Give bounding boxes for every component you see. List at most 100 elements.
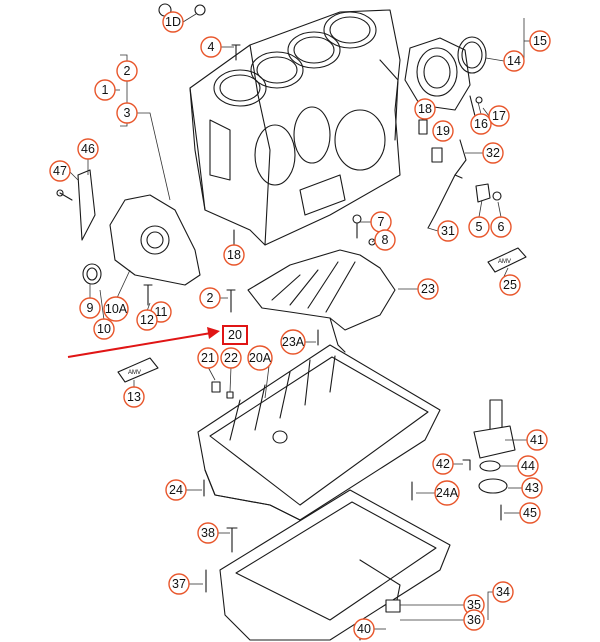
callout-35[interactable]: 35: [463, 594, 485, 616]
callout-22[interactable]: 22: [220, 347, 242, 369]
callout-23[interactable]: 23: [417, 278, 439, 300]
callout-34[interactable]: 34: [492, 581, 514, 603]
callout-24A[interactable]: 24A: [434, 480, 460, 506]
callout-label: 31: [441, 224, 455, 238]
callout-label: 18: [227, 248, 241, 262]
callout-37[interactable]: 37: [168, 573, 190, 595]
callout-31[interactable]: 31: [437, 220, 459, 242]
callout-18b[interactable]: 18: [223, 244, 245, 266]
callout-label: 25: [503, 278, 517, 292]
callout-1[interactable]: 1: [94, 79, 116, 101]
callout-2[interactable]: 2: [116, 60, 138, 82]
callout-14[interactable]: 14: [503, 50, 525, 72]
oil-baffle: [247, 249, 396, 353]
callout-43[interactable]: 43: [521, 477, 543, 499]
callout-label: 19: [436, 124, 450, 138]
sealant-tube-25: AMV: [487, 247, 527, 273]
callout-circle: [432, 453, 454, 475]
callout-47[interactable]: 47: [49, 160, 71, 182]
callout-45[interactable]: 45: [519, 502, 541, 524]
tube-label-25: AMV: [498, 259, 511, 265]
callout-label: 44: [521, 459, 535, 473]
callout-2b[interactable]: 2: [199, 287, 221, 309]
callout-13[interactable]: 13: [123, 386, 145, 408]
callout-circle: [499, 274, 521, 296]
callout-label: 22: [224, 351, 238, 365]
callout-label: 10: [97, 322, 111, 336]
callout-label: 1D: [165, 15, 181, 29]
callout-46[interactable]: 46: [77, 138, 99, 160]
callout-circle: [165, 479, 187, 501]
callout-circle: [470, 113, 492, 135]
callout-circle: [247, 345, 273, 371]
callout-18[interactable]: 18: [414, 98, 436, 120]
callout-label: 34: [496, 585, 510, 599]
callout-circle: [434, 480, 460, 506]
callout-circle: [116, 102, 138, 124]
callout-circle: [123, 386, 145, 408]
callout-label: 20A: [249, 351, 272, 365]
callout-16[interactable]: 16: [470, 113, 492, 135]
callout-4[interactable]: 4: [200, 36, 222, 58]
callout-label: 43: [525, 481, 539, 495]
callout-10A[interactable]: 10A: [103, 296, 129, 322]
callout-label: 23: [421, 282, 435, 296]
callout-label: 32: [486, 146, 500, 160]
callout-circle: [519, 502, 541, 524]
callout-label: 21: [201, 351, 215, 365]
callout-21[interactable]: 21: [197, 347, 219, 369]
callout-5[interactable]: 5: [468, 216, 490, 238]
callout-circle: [374, 229, 396, 251]
callout-23A[interactable]: 23A: [280, 329, 306, 355]
callout-25[interactable]: 25: [499, 274, 521, 296]
callout-44[interactable]: 44: [517, 455, 539, 477]
callout-label: 42: [436, 457, 450, 471]
callout-label: 11: [155, 305, 168, 319]
oil-pump-assembly: [473, 399, 516, 494]
callout-circle: [197, 522, 219, 544]
callout-12[interactable]: 12: [136, 309, 158, 331]
callout-10[interactable]: 10: [93, 318, 115, 340]
callout-41[interactable]: 41: [526, 429, 548, 451]
callout-15[interactable]: 15: [529, 30, 551, 52]
callout-40[interactable]: 40: [353, 618, 375, 640]
callout-circle: [488, 105, 510, 127]
callout-label: 16: [474, 117, 488, 131]
callout-17[interactable]: 17: [488, 105, 510, 127]
oil-pan-lower: [219, 489, 451, 641]
callout-label: 1: [102, 83, 109, 97]
callout-circle: [482, 142, 504, 164]
callout-label: 4: [208, 40, 215, 54]
callout-circle: [414, 98, 436, 120]
callout-circle: [526, 429, 548, 451]
callout-label: 7: [378, 215, 385, 229]
callout-6[interactable]: 6: [490, 216, 512, 238]
callout-20A[interactable]: 20A: [247, 345, 273, 371]
callout-label: 38: [201, 526, 215, 540]
callout-label: 15: [533, 34, 547, 48]
callout-36[interactable]: 36: [463, 609, 485, 631]
sealant-tube-13: AMV: [117, 357, 159, 383]
callout-19[interactable]: 19: [432, 120, 454, 142]
callout-24[interactable]: 24: [165, 479, 187, 501]
tube-label-13: AMV: [128, 370, 141, 376]
callout-9[interactable]: 9: [79, 297, 101, 319]
highlighted-callout-20[interactable]: 20: [222, 325, 248, 345]
callout-label: 8: [382, 233, 389, 247]
callout-3[interactable]: 3: [116, 102, 138, 124]
callout-circle: [220, 347, 242, 369]
rear-seal-flange: [404, 36, 487, 111]
callout-7[interactable]: 7: [370, 211, 392, 233]
callout-label: 24: [169, 483, 183, 497]
callout-circle: [432, 120, 454, 142]
callout-42[interactable]: 42: [432, 453, 454, 475]
callout-circle: [503, 50, 525, 72]
callout-label: 13: [127, 390, 141, 404]
callout-8[interactable]: 8: [374, 229, 396, 251]
callout-38[interactable]: 38: [197, 522, 219, 544]
callout-circle: [223, 244, 245, 266]
callout-1D[interactable]: 1D: [162, 11, 184, 33]
callout-32[interactable]: 32: [482, 142, 504, 164]
callout-circle: [199, 287, 221, 309]
